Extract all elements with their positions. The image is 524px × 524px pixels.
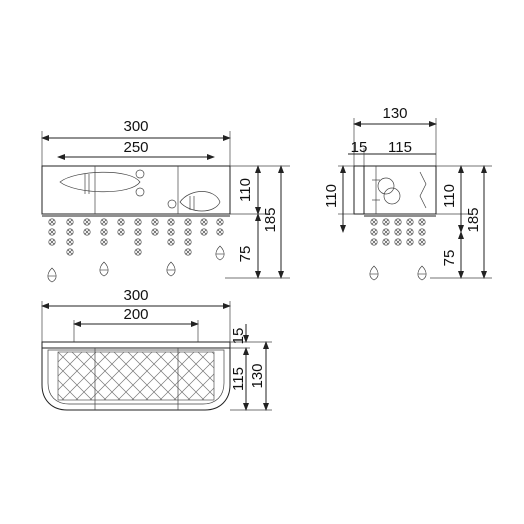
front-height-total-label: 185 bbox=[262, 207, 279, 232]
top-depth-plate-label: 15 bbox=[230, 328, 247, 345]
front-view: 300 250 bbox=[41, 118, 290, 283]
top-width-total-label: 300 bbox=[123, 287, 148, 304]
front-crystal-strands bbox=[47, 218, 225, 283]
top-depth-total-label: 130 bbox=[249, 363, 266, 388]
side-body bbox=[363, 165, 437, 215]
side-view: 130 15 115 110 110 bbox=[323, 105, 492, 281]
side-wall-plate bbox=[353, 165, 365, 215]
top-wall-plate bbox=[41, 341, 231, 349]
top-width-mount-label: 200 bbox=[123, 306, 148, 323]
front-height-crystals-label: 75 bbox=[237, 246, 254, 263]
front-decoration-right bbox=[179, 191, 221, 212]
front-body bbox=[41, 165, 231, 215]
side-depth-plate-label: 15 bbox=[351, 139, 368, 156]
side-height-left-label: 110 bbox=[323, 184, 340, 208]
front-decoration-left bbox=[59, 171, 141, 193]
side-crystal-strands bbox=[369, 218, 427, 281]
top-body-outline bbox=[41, 347, 231, 411]
front-width-inner-label: 250 bbox=[123, 139, 148, 156]
side-height-right-label: 110 bbox=[441, 184, 458, 208]
side-height-crystals-label: 75 bbox=[441, 250, 458, 267]
top-view: 300 200 15 115 130 bbox=[41, 287, 272, 411]
front-width-total-label: 300 bbox=[123, 118, 148, 135]
side-depth-total-label: 130 bbox=[382, 105, 407, 122]
top-depth-body-label: 115 bbox=[230, 367, 247, 391]
side-height-total-label: 185 bbox=[465, 207, 482, 232]
side-depth-body-label: 115 bbox=[388, 139, 412, 156]
front-height-body-label: 110 bbox=[237, 178, 254, 202]
top-lattice-panel bbox=[57, 351, 215, 401]
